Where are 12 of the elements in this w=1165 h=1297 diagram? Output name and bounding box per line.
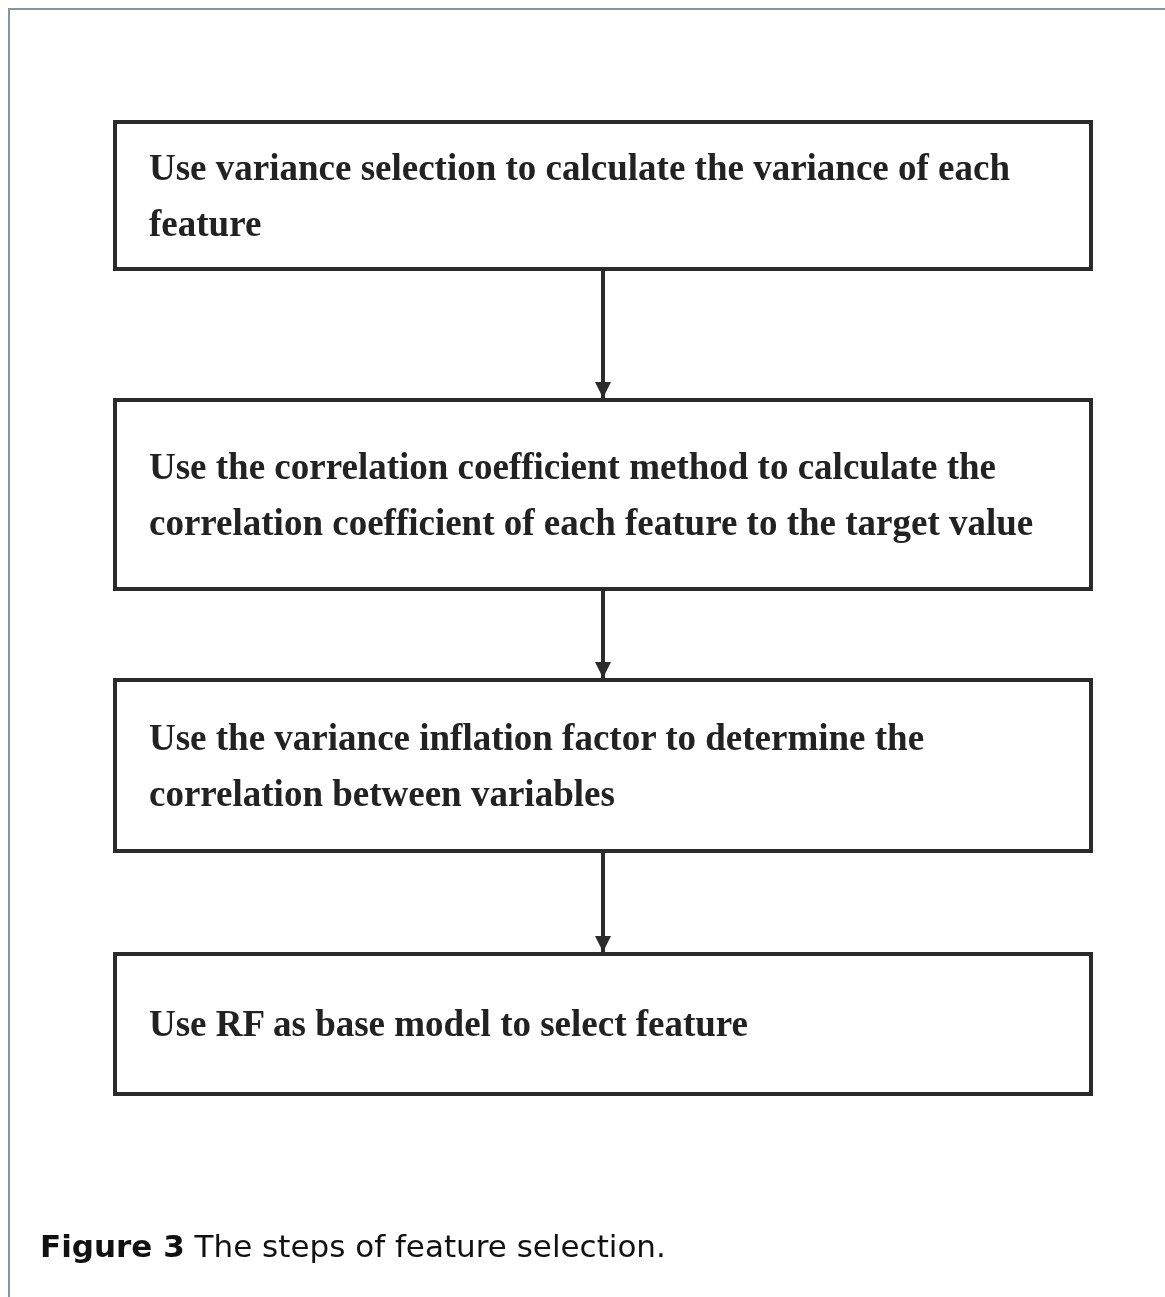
figure-caption: Figure 3 The steps of feature selection. bbox=[40, 1228, 666, 1264]
step-text: Use RF as base model to select feature bbox=[149, 1002, 749, 1046]
process-box bbox=[113, 952, 1093, 1096]
process-box bbox=[113, 678, 1093, 853]
process-box bbox=[113, 120, 1093, 271]
arrow bbox=[595, 853, 611, 952]
step-text: Use the correlation coefficient method to calculate the correlation coefficient of each feature to the target value bbox=[149, 444, 1035, 545]
process-box bbox=[113, 398, 1093, 591]
arrow bbox=[595, 271, 611, 398]
step-text: Use the variance inflation factor to determine the correlation between variables bbox=[149, 715, 926, 816]
arrow bbox=[595, 591, 611, 678]
step-text: Use variance selection to calculate the variance of each feature bbox=[149, 145, 1012, 246]
